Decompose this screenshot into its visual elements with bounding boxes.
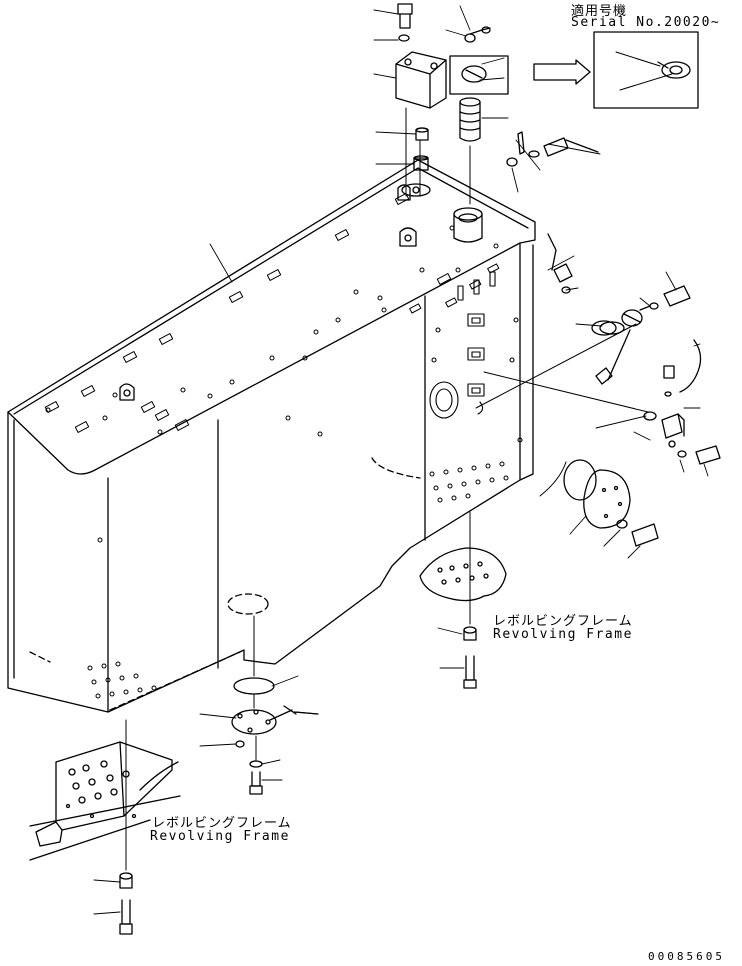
lifting-eyes: [120, 185, 416, 400]
cover-plate-right: [662, 414, 684, 438]
suction-plate: [232, 706, 318, 747]
drain-holes-front: [430, 462, 508, 502]
sensor-bolt-right: [640, 286, 690, 310]
gasket-lower: [234, 678, 274, 694]
mount-plate-centre: [420, 512, 506, 624]
oring-upper: [592, 321, 616, 335]
frame-label-en-2: Revolving Frame: [150, 829, 290, 844]
right-elbow: [548, 234, 572, 293]
serial-callout-box: [450, 56, 590, 94]
cap-bolt: [398, 4, 412, 28]
leader-lines: [94, 6, 708, 914]
strainer: [460, 98, 480, 141]
top-bosses: [46, 226, 498, 542]
front-ports: [430, 272, 522, 442]
washer-lower: [250, 761, 262, 767]
bushing-centre: [464, 627, 476, 640]
oring-mid: [644, 412, 656, 420]
bushing-left: [120, 873, 132, 888]
right-bolt-lower: [669, 441, 720, 464]
bolt-centre: [464, 656, 476, 688]
cap-centerlines: [406, 108, 420, 196]
frame-label-jp-2: レボルビングフレーム: [152, 816, 292, 831]
base-flange: [402, 184, 430, 196]
serial-number-text: Serial No.20020~: [571, 15, 721, 30]
dashed-opening: [228, 594, 268, 614]
plug-small: [414, 156, 428, 170]
serial-detail-part: [616, 52, 690, 90]
filler-neck: [454, 208, 482, 242]
applicable-serial-label: 適用号機: [571, 4, 628, 19]
drawing-reference-number: 00085605: [648, 950, 725, 963]
bolt-left: [120, 900, 132, 934]
pipe-bolt: [529, 138, 598, 157]
top-slots: [45, 194, 499, 433]
cap-body: [396, 52, 446, 108]
frame-label-en-1: Revolving Frame: [493, 627, 633, 642]
serial-detail-box: [594, 32, 698, 108]
bolt-lower-centre: [250, 772, 262, 794]
cap-key: [465, 27, 490, 42]
centre-axis: [254, 616, 256, 760]
seal-small: [416, 128, 428, 140]
inspection-cover: [540, 460, 658, 546]
wire-harness: [664, 340, 701, 396]
frame-label-jp-1: レボルビングフレーム: [493, 614, 633, 629]
tank-body: [8, 160, 535, 712]
plate-bracket: [507, 132, 524, 166]
frame-bracket-left: [30, 742, 180, 860]
assembly-lines: [476, 324, 648, 412]
cap-washer: [399, 35, 409, 41]
drain-holes-left: [88, 662, 156, 698]
